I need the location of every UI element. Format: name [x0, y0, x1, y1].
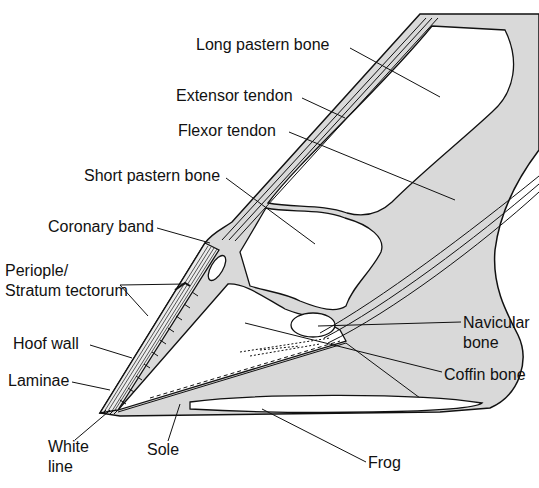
- white-line: [102, 410, 118, 414]
- leader-line: [245, 323, 442, 372]
- part-label: Laminae: [8, 371, 69, 391]
- navicular-bone: [291, 313, 335, 337]
- leader-line: [262, 409, 366, 462]
- coronary-band: [205, 253, 229, 283]
- leader-line: [318, 322, 461, 326]
- leader-line: [350, 48, 440, 97]
- part-label: Long pastern bone: [196, 35, 329, 55]
- part-label: Coffin bone: [444, 365, 526, 385]
- leader-line: [226, 178, 315, 244]
- part-label: Frog: [368, 453, 401, 473]
- limb-outline: [100, 14, 539, 416]
- part-label: Flexor tendon: [178, 121, 276, 141]
- hoof-wall: [100, 243, 219, 413]
- leader-line: [90, 345, 132, 358]
- part-label: Hoof wall: [13, 334, 79, 354]
- leader-line: [168, 404, 180, 441]
- leader-line: [120, 284, 185, 285]
- line-spacer: [100, 261, 145, 281]
- leader-line: [302, 98, 345, 118]
- part-label: White line: [48, 437, 94, 477]
- frog: [190, 395, 482, 412]
- leader-lines: [72, 48, 461, 462]
- part-label: Short pastern bone: [84, 166, 220, 186]
- leader-line: [289, 132, 455, 200]
- leader-line: [72, 382, 110, 390]
- part-label: Periople/ Stratum tectorum: [5, 261, 145, 301]
- part-label: Navicular bone: [463, 313, 539, 353]
- coffin-bone-texture: [150, 341, 340, 398]
- laminae: [120, 292, 198, 404]
- leader-line: [157, 228, 210, 243]
- part-label: Coronary band: [48, 217, 154, 237]
- part-label: Sole: [147, 440, 179, 460]
- long-pastern-bone: [268, 26, 514, 215]
- part-label: Extensor tendon: [176, 86, 293, 106]
- short-pastern-bone: [240, 208, 382, 310]
- leader-line: [75, 412, 108, 440]
